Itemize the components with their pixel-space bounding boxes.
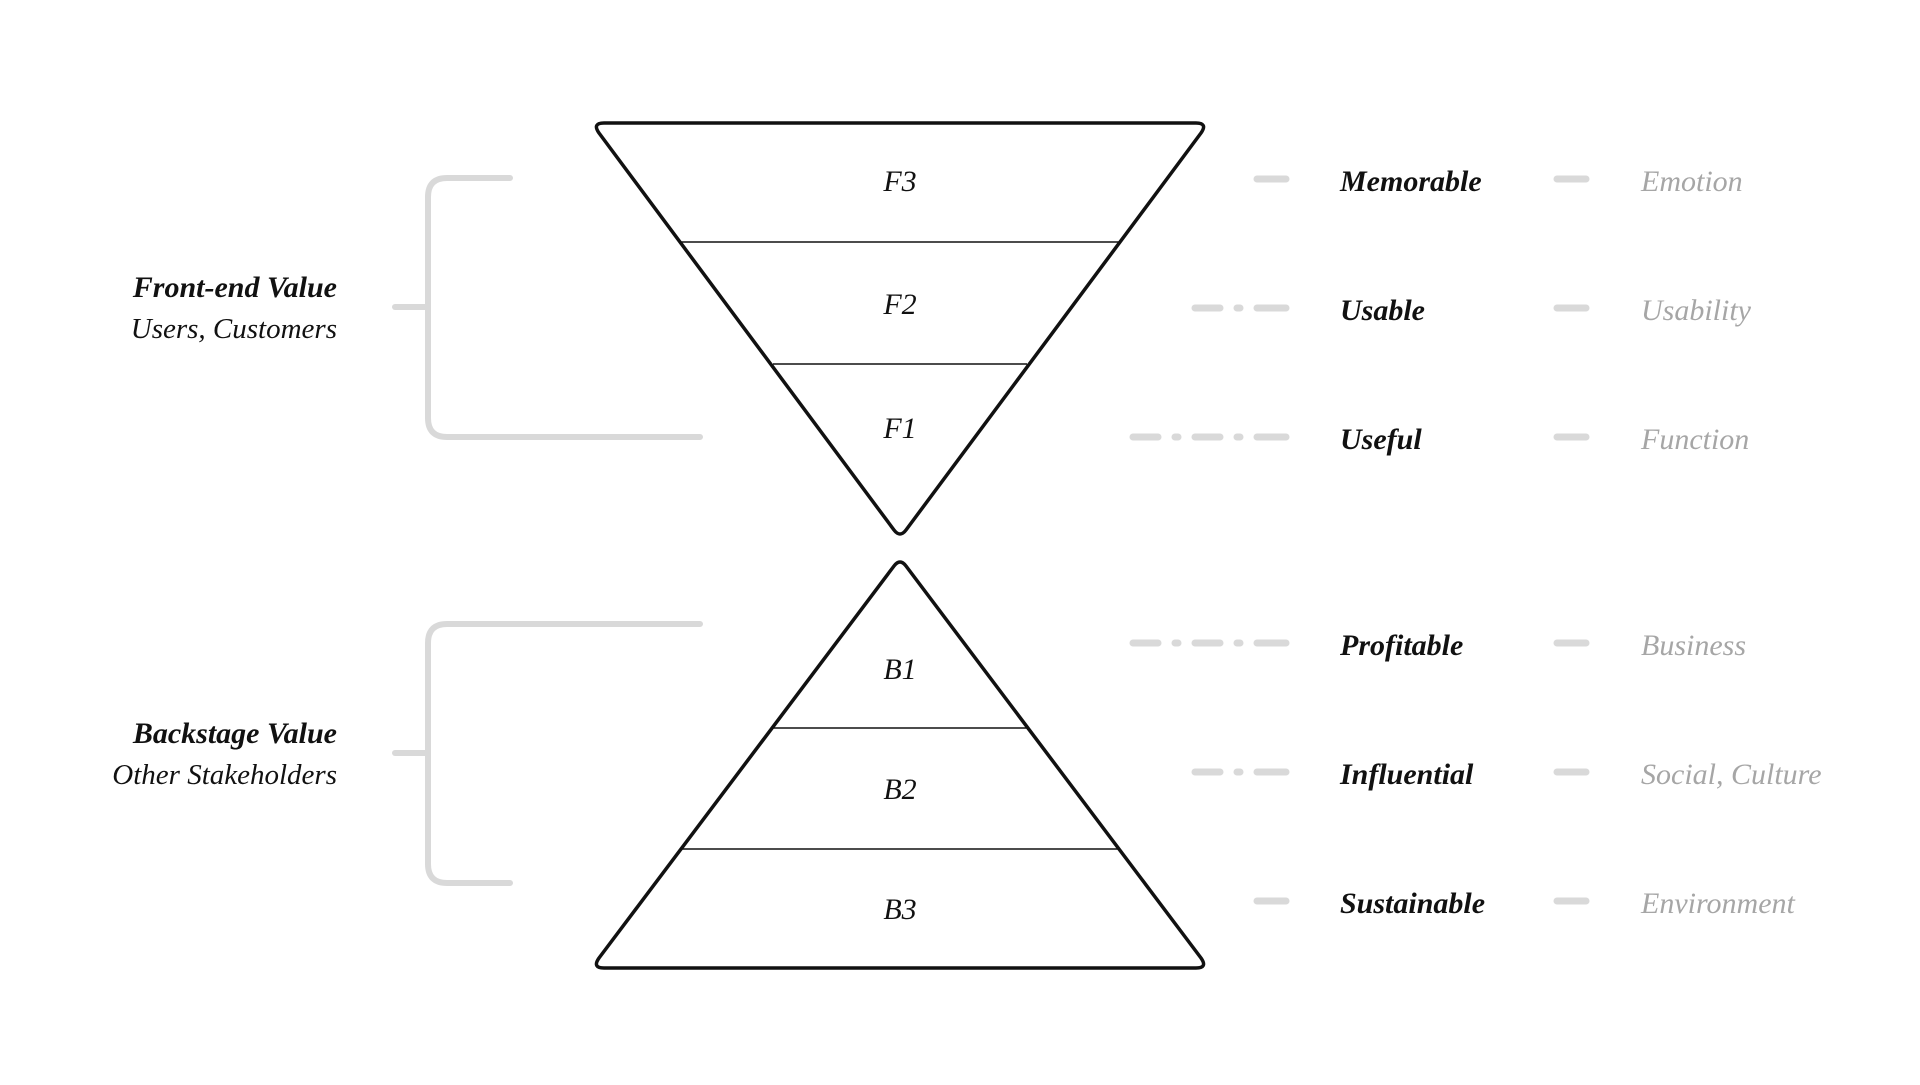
quality-usable: Usable [1340, 294, 1425, 327]
layer-label-b3: B3 [883, 893, 916, 926]
back-triangle-outline [594, 560, 1206, 970]
aspect-function: Function [1640, 423, 1749, 456]
layer-label-f3: F3 [882, 165, 916, 198]
front-group-title: Front-end Value [132, 271, 337, 304]
aspect-business: Business [1641, 629, 1746, 662]
back-group-subtitle: Other Stakeholders [112, 759, 337, 791]
back-bracket-arc [425, 621, 703, 886]
quality-sustainable: Sustainable [1340, 887, 1485, 920]
quality-influential: Influential [1339, 758, 1474, 791]
aspect-emotion: Emotion [1640, 165, 1743, 198]
aspect-social-culture: Social, Culture [1641, 758, 1822, 791]
layer-label-f1: F1 [882, 412, 916, 445]
back-triangle [594, 560, 1206, 970]
quality-memorable: Memorable [1339, 165, 1482, 198]
quality-useful: Useful [1340, 423, 1422, 456]
layer-label-b2: B2 [883, 773, 916, 806]
front-group-subtitle: Users, Customers [131, 313, 337, 345]
back-bracket [392, 621, 703, 886]
back-group-title: Backstage Value [132, 717, 337, 750]
front-bracket [392, 175, 703, 440]
quality-profitable: Profitable [1339, 629, 1463, 662]
front-triangle [594, 121, 1206, 536]
connectors [1129, 175, 1590, 905]
layer-label-f2: F2 [882, 288, 916, 321]
front-triangle-outline [594, 121, 1206, 536]
layer-label-b1: B1 [883, 653, 916, 686]
aspect-environment: Environment [1640, 887, 1796, 920]
aspect-usability: Usability [1641, 294, 1752, 327]
